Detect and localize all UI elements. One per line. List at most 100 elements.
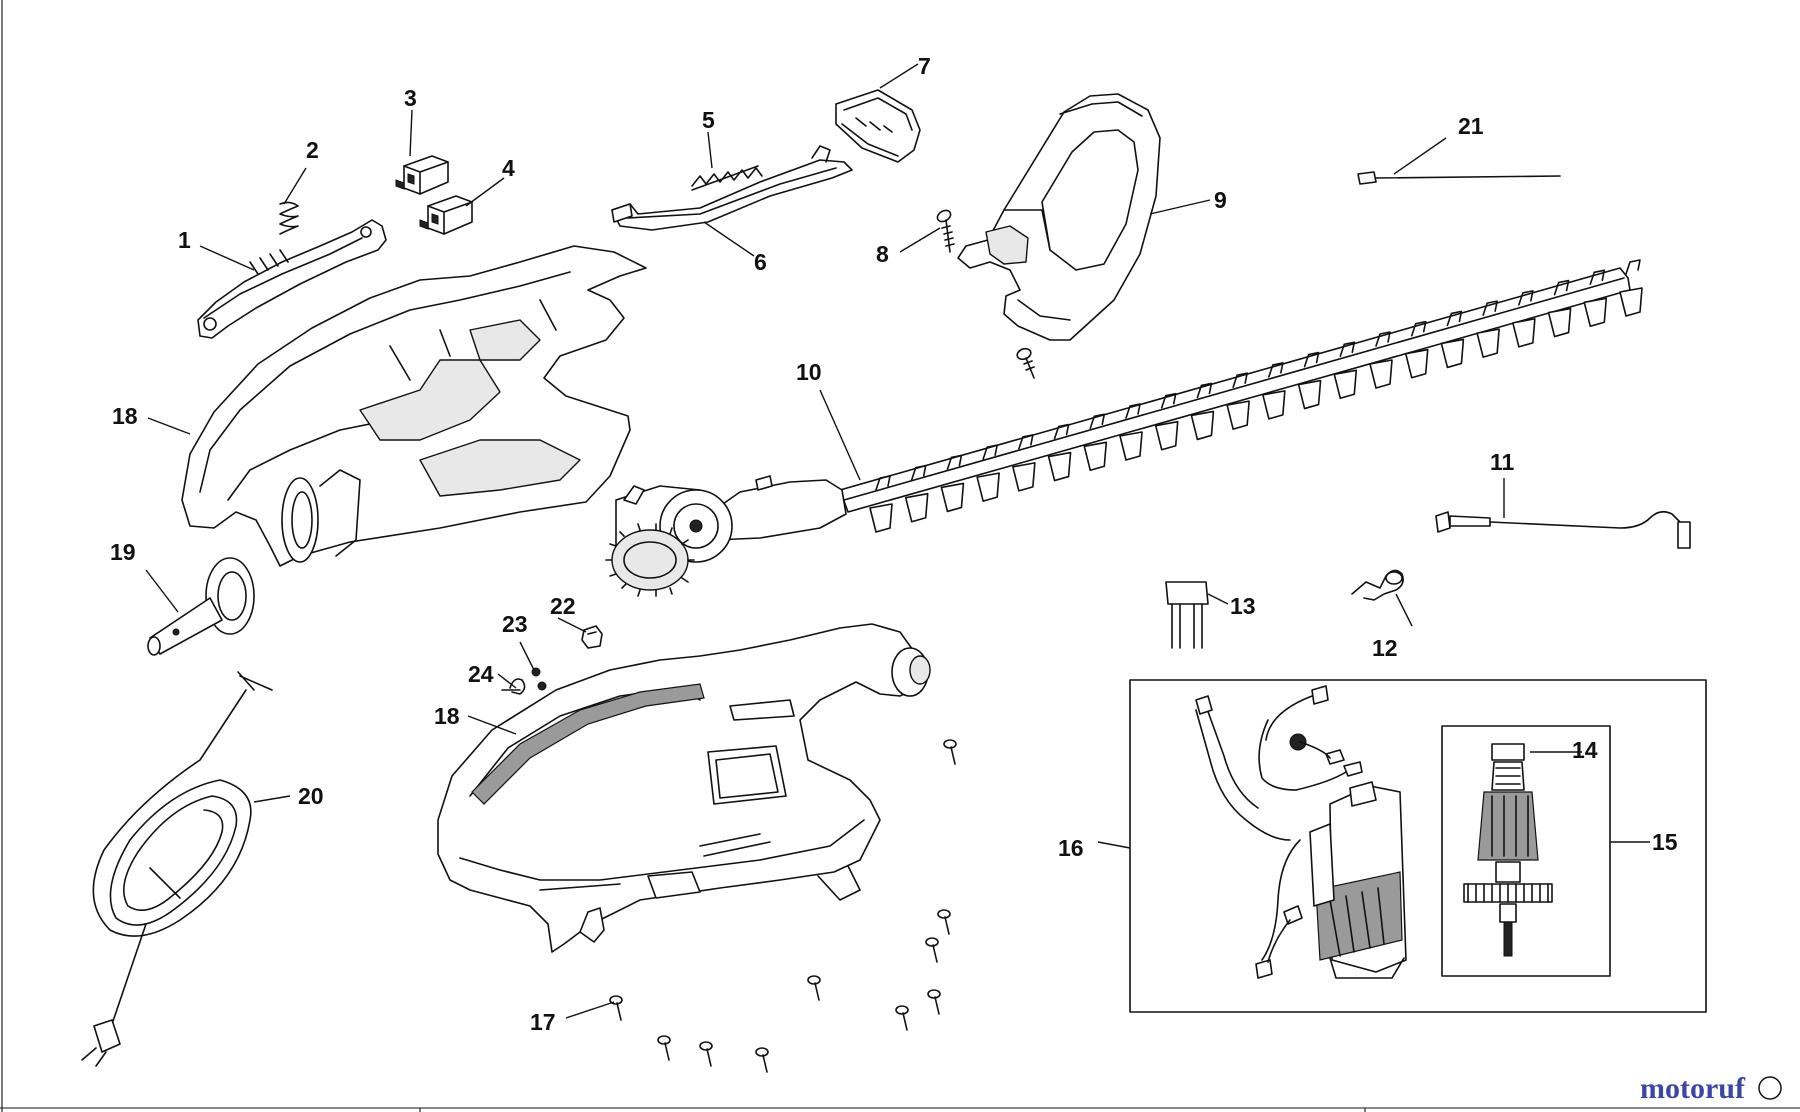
label-part-20: 20 xyxy=(298,783,324,809)
blade-tooth xyxy=(1262,390,1286,420)
label-part-9: 9 xyxy=(1214,187,1227,213)
part-22-nut xyxy=(581,625,603,649)
blade-tooth-top xyxy=(1303,351,1320,368)
blade-tooth-top xyxy=(1553,279,1570,296)
part-3-micro-switch xyxy=(395,155,449,195)
blade-tooth xyxy=(1583,297,1608,328)
watermark-text: motoruf xyxy=(1640,1072,1746,1105)
blade-tooth xyxy=(1333,369,1358,400)
blade-tooth xyxy=(1012,462,1036,492)
blade-tooth xyxy=(1297,379,1322,410)
label-part-4: 4 xyxy=(502,155,515,181)
part-9-front-handle xyxy=(957,93,1161,341)
label-part-11: 11 xyxy=(1490,449,1515,475)
part-18-housing-half-inner xyxy=(181,245,647,567)
blade-tooth-top xyxy=(910,464,927,481)
part-24-spring-clip xyxy=(501,678,526,695)
label-part-13: 13 xyxy=(1230,593,1256,619)
blade-tooth-top xyxy=(1446,310,1463,327)
blade-tooth-top xyxy=(1339,341,1356,358)
part-17-screws xyxy=(609,739,957,1073)
blade-tooth-top xyxy=(1089,413,1106,430)
label-part-12: 12 xyxy=(1372,635,1398,661)
label-part-22: 22 xyxy=(550,593,576,619)
blade-tooth-top xyxy=(1410,320,1427,337)
blade-tooth-top xyxy=(1232,372,1248,388)
label-part-10: 10 xyxy=(796,359,822,385)
label-part-5: 5 xyxy=(702,107,715,133)
blade-teeth xyxy=(869,259,1643,533)
part-4-micro-switch xyxy=(419,195,473,235)
part-14-armature xyxy=(1463,743,1553,957)
part-1-trigger-lever xyxy=(197,219,387,339)
part-number-labels: 1 2 3 4 5 6 7 8 9 10 11 12 13 14 15 16 1… xyxy=(110,53,1678,1035)
blade-tooth xyxy=(976,472,1000,502)
blade-tooth-top xyxy=(1482,300,1498,316)
label-part-8: 8 xyxy=(876,241,889,267)
blade-tooth xyxy=(1119,431,1143,461)
blade-tooth-top xyxy=(1625,259,1641,275)
blade-tooth xyxy=(1154,420,1179,451)
part-8-screw xyxy=(936,209,955,253)
part-23-screw xyxy=(531,667,547,691)
blade-tooth xyxy=(1083,441,1108,472)
blade-tooth-top xyxy=(946,454,963,471)
label-part-15: 15 xyxy=(1652,829,1678,855)
blade-tooth-top xyxy=(1160,392,1177,409)
blade-tooth xyxy=(904,492,929,523)
part-19-bushing xyxy=(147,557,255,656)
watermark-logo: motoruf xyxy=(1640,1072,1782,1105)
blade-tooth-top xyxy=(1125,403,1141,419)
part-7-grip-pad xyxy=(835,89,921,163)
leader-lines xyxy=(145,63,1650,1019)
blade-tooth-top xyxy=(1375,331,1391,347)
part-12-clip xyxy=(1351,569,1404,601)
label-part-2: 2 xyxy=(306,137,319,163)
label-part-6: 6 xyxy=(754,249,767,275)
label-part-23: 23 xyxy=(502,611,528,637)
blade-tooth xyxy=(1404,348,1429,379)
label-part-24: 24 xyxy=(468,661,494,687)
label-part-19: 19 xyxy=(110,539,136,565)
part-18-housing-half-outer xyxy=(437,623,931,953)
label-part-17: 17 xyxy=(530,1009,556,1035)
part-2-spring xyxy=(279,201,299,235)
part-8b-screw xyxy=(1016,347,1035,379)
blade-tooth-top xyxy=(1196,382,1213,399)
blade-tooth xyxy=(1369,359,1393,389)
blade-tooth xyxy=(1619,287,1643,317)
part-13-capacitor xyxy=(1165,581,1209,649)
part-21-wire-lead xyxy=(1357,171,1561,185)
blade-tooth-top xyxy=(1268,362,1284,378)
label-part-18-lower: 18 xyxy=(434,703,460,729)
blade-tooth xyxy=(1047,451,1072,482)
blade-tooth xyxy=(1190,410,1215,441)
label-part-1: 1 xyxy=(178,227,191,253)
blade-tooth-top xyxy=(1053,423,1070,440)
part-6-lock-linkage xyxy=(611,145,853,231)
blade-tooth-top xyxy=(982,444,998,460)
blade-tooth xyxy=(869,503,893,533)
blade-tooth xyxy=(1547,307,1572,338)
part-20-power-cord xyxy=(81,671,273,1067)
blade-tooth-top xyxy=(1018,434,1034,450)
blade-tooth xyxy=(1476,328,1500,358)
label-part-7: 7 xyxy=(918,53,931,79)
label-part-3: 3 xyxy=(404,85,417,111)
label-part-18-upper: 18 xyxy=(112,403,138,429)
part-11-cable xyxy=(1435,510,1691,549)
label-part-14: 14 xyxy=(1572,737,1598,763)
blade-tooth xyxy=(1226,400,1250,430)
part-16-motor-assembly xyxy=(1129,679,1707,1013)
blade-tooth-top xyxy=(875,475,891,491)
blade-tooth xyxy=(1440,338,1465,369)
watermark-mark-icon xyxy=(1758,1076,1782,1100)
blade-tooth-top xyxy=(1518,290,1534,306)
blade-tooth xyxy=(940,482,965,513)
blade-tooth-top xyxy=(1589,269,1606,286)
part-5-spring xyxy=(691,165,763,191)
part-10-blade-assembly xyxy=(605,267,1631,597)
label-part-16: 16 xyxy=(1058,835,1084,861)
